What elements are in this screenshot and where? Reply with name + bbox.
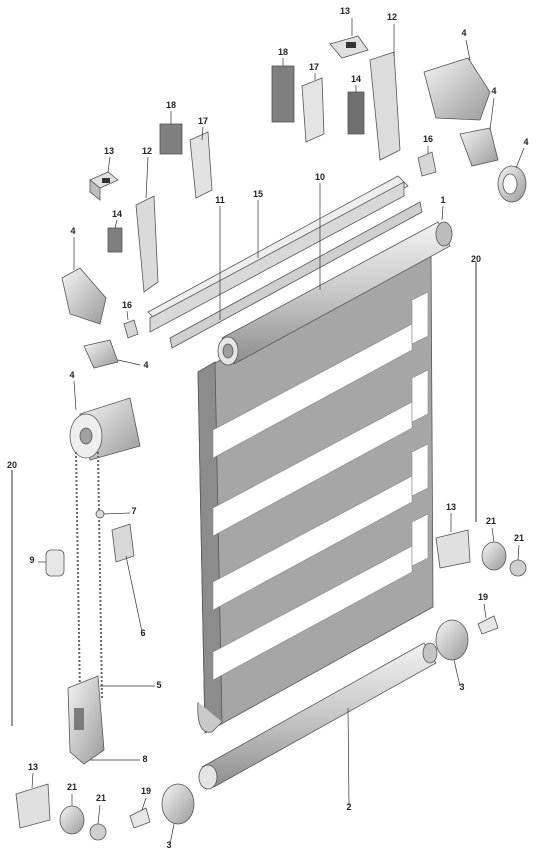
part-label-l13b: 13 bbox=[104, 146, 114, 156]
leader-line-l4b bbox=[489, 97, 495, 131]
part-label-l19a: 19 bbox=[478, 592, 488, 602]
right-lower-parts bbox=[435, 262, 527, 661]
part-label-l7: 7 bbox=[131, 506, 136, 516]
bottom-bar bbox=[198, 642, 438, 790]
leader-line-l1 bbox=[441, 205, 444, 221]
leader-line-l4a bbox=[465, 39, 471, 61]
leader-line-l4f bbox=[73, 380, 77, 411]
leader-line-l4e bbox=[117, 359, 141, 366]
part-label-l13c: 13 bbox=[446, 502, 456, 512]
roller-tube bbox=[217, 221, 453, 366]
part-label-l16b: 16 bbox=[122, 300, 132, 310]
part-label-l15: 15 bbox=[253, 189, 263, 199]
part-label-l4d: 4 bbox=[70, 226, 75, 236]
leader-line-l3a bbox=[453, 659, 461, 687]
leader-line-l14b bbox=[114, 219, 118, 229]
leader-line-l13b bbox=[107, 156, 111, 173]
part-label-l3b: 3 bbox=[166, 840, 171, 850]
part-label-l2: 2 bbox=[346, 802, 351, 812]
cassette-profiles bbox=[147, 175, 423, 349]
part-label-l16a: 16 bbox=[423, 134, 433, 144]
leader-line-l17b bbox=[201, 126, 204, 141]
leader-line-l7 bbox=[103, 512, 131, 515]
part-label-l1: 1 bbox=[440, 195, 445, 205]
part-label-l21a: 21 bbox=[486, 516, 496, 526]
leader-line-l12b bbox=[145, 156, 149, 199]
sheer-stripes bbox=[212, 291, 429, 681]
leader-line-l21a bbox=[491, 527, 495, 543]
leader-line-l21d bbox=[97, 804, 101, 825]
leader-line-l19b bbox=[141, 797, 147, 811]
leader-line-l13d bbox=[31, 772, 34, 789]
part-label-l17a: 17 bbox=[309, 62, 319, 72]
part-label-l5: 5 bbox=[156, 680, 161, 690]
part-label-l20b: 20 bbox=[7, 460, 17, 470]
part-label-l4f: 4 bbox=[69, 370, 74, 380]
leader-line-l6 bbox=[125, 555, 143, 633]
part-label-l21d: 21 bbox=[96, 793, 106, 803]
bottom-left-parts bbox=[15, 783, 195, 841]
part-label-l4e: 4 bbox=[143, 360, 148, 370]
part-label-l13a: 13 bbox=[340, 6, 350, 16]
blind-fabric bbox=[197, 247, 434, 734]
part-label-l11: 11 bbox=[215, 195, 225, 205]
leader-line-l2 bbox=[347, 707, 350, 806]
leader-line-l21b bbox=[517, 544, 520, 561]
part-label-l20a: 20 bbox=[471, 254, 481, 264]
right-brackets bbox=[271, 35, 527, 203]
part-label-l12b: 12 bbox=[142, 146, 152, 156]
leader-line-l16b bbox=[126, 310, 129, 321]
part-label-l21c: 21 bbox=[67, 782, 77, 792]
part-label-l4c: 4 bbox=[523, 137, 528, 147]
part-label-l21b: 21 bbox=[514, 533, 524, 543]
part-label-l12a: 12 bbox=[387, 12, 397, 22]
part-label-l18a: 18 bbox=[278, 47, 288, 57]
part-label-l9: 9 bbox=[29, 555, 34, 565]
part-label-l19b: 19 bbox=[141, 786, 151, 796]
part-label-l6: 6 bbox=[140, 628, 145, 638]
part-label-l4b: 4 bbox=[491, 86, 496, 96]
left-brackets bbox=[61, 123, 213, 369]
part-label-l17b: 17 bbox=[198, 116, 208, 126]
leader-line-l4c bbox=[515, 147, 525, 169]
part-label-l3a: 3 bbox=[459, 682, 464, 692]
chain-drive bbox=[11, 397, 141, 765]
part-label-l13d: 13 bbox=[28, 762, 38, 772]
part-label-l18b: 18 bbox=[166, 100, 176, 110]
part-label-l14a: 14 bbox=[351, 74, 361, 84]
leader-line-l19a bbox=[483, 603, 487, 619]
part-label-l4a: 4 bbox=[461, 28, 466, 38]
part-label-l14b: 14 bbox=[112, 209, 122, 219]
part-label-l10: 10 bbox=[315, 172, 325, 182]
part-label-l8: 8 bbox=[142, 754, 147, 764]
leader-line-l3b bbox=[169, 823, 175, 845]
